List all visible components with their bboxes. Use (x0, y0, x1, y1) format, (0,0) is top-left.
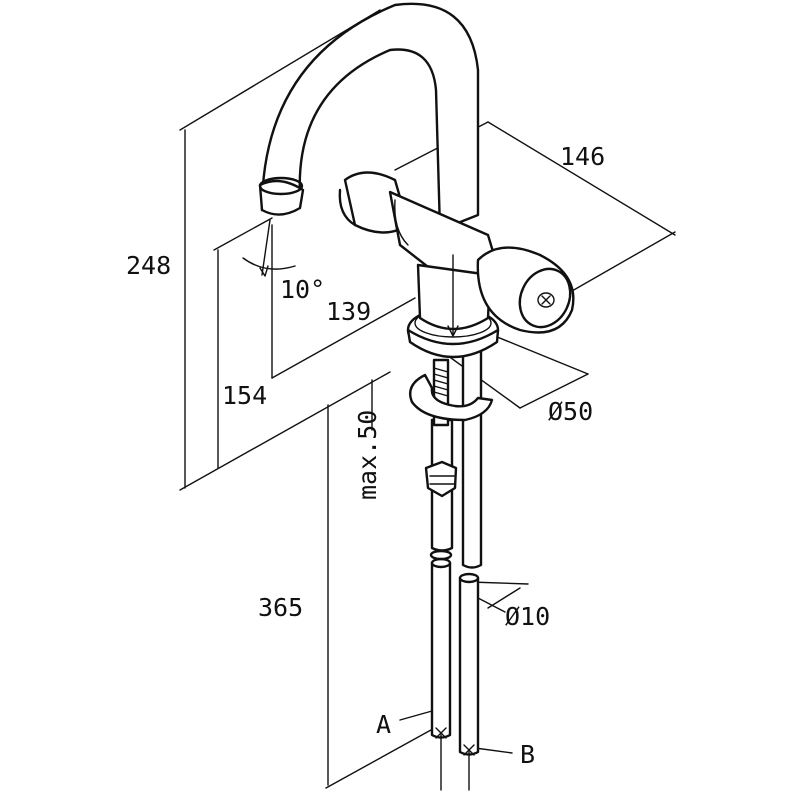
dim-248: 248 (126, 251, 171, 280)
dim-spout-angle: 10° (280, 275, 325, 304)
dim-max-50: max.50 (353, 410, 382, 500)
dim-139: 139 (326, 297, 371, 326)
dim-154: 154 (222, 381, 267, 410)
dim-diameter-10: Ø10 (505, 602, 550, 631)
spout-aerator (258, 179, 305, 216)
horseshoe-washer (408, 373, 494, 422)
hose-a-lower (430, 561, 452, 739)
hose-b-lower (458, 576, 480, 756)
label-hose-b: B (520, 740, 535, 769)
hose-nut (424, 460, 458, 498)
dim-365: 365 (258, 593, 303, 622)
hose-b-upper (461, 348, 483, 569)
label-hose-a: A (376, 710, 391, 739)
faucet-body (258, 2, 575, 337)
spout-tube (260, 2, 480, 232)
dimension-labels: 248 10° 139 146 154 max.50 Ø50 365 Ø10 A… (126, 142, 605, 769)
dim-diameter-50: Ø50 (548, 397, 593, 426)
dimension-lines (179, 9, 676, 789)
dim-146: 146 (560, 142, 605, 171)
